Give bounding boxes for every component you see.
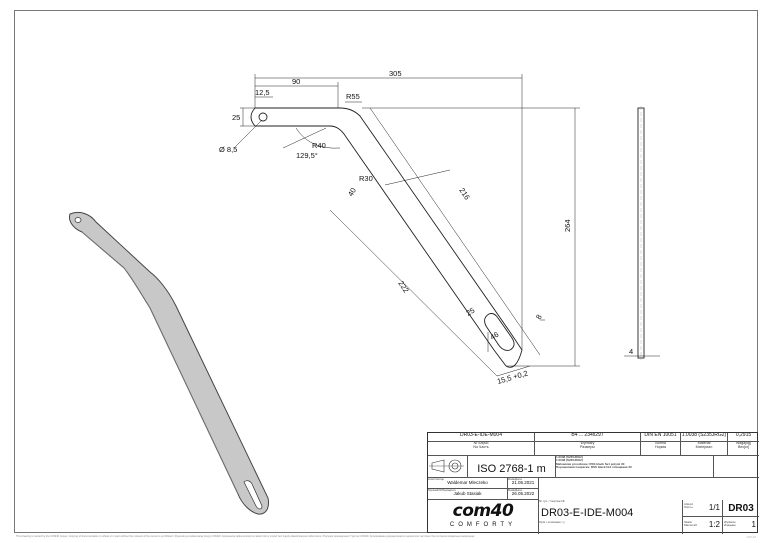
side-view bbox=[624, 106, 660, 360]
tb-blank bbox=[714, 456, 759, 478]
tb-standard: DIN EN 10051 bbox=[641, 433, 681, 442]
tb-coating-row1: Malowanie proszkowe: RSS black №1 połysk… bbox=[556, 461, 625, 466]
tb-code-cell: DR03 bbox=[723, 500, 759, 517]
tb-checker-cell: Sprawdził/Проверил Jakub Stasiak bbox=[428, 489, 508, 500]
tb-checked-label: Sprawdził/Проверил bbox=[428, 489, 456, 492]
dim-46: 46 bbox=[489, 330, 501, 342]
copyright-notice: This drawing is owned by the COM40 Group… bbox=[16, 535, 475, 538]
tb-mat-label: Materiał Материал bbox=[681, 442, 728, 456]
tb-part-no: DR03-E-IDE-M004 bbox=[428, 433, 535, 442]
tb-date1-cell: Data/Дата 21.05.2021 bbox=[508, 478, 539, 489]
tb-tolerance: ISO 2768-1 m bbox=[468, 456, 556, 478]
tb-sheet: 1/1 bbox=[708, 503, 720, 512]
dim-40: 40 bbox=[346, 186, 358, 198]
tb-sheet-label: Arkusz Листы bbox=[684, 502, 694, 510]
dim-thickness: 4 bbox=[629, 347, 633, 356]
tb-sheet-cell: Arkusz Листы 1/1 bbox=[683, 500, 723, 517]
dim-305: 305 bbox=[389, 69, 402, 78]
title-block: DR03-E-IDE-M004 B4 ... 234x297 DIN EN 10… bbox=[427, 432, 759, 534]
dim-r30: R30 bbox=[359, 174, 373, 183]
dim-25b: 25 bbox=[465, 306, 477, 318]
tb-coating-row2: Порошковая покраска: RSS black №1 глянце… bbox=[556, 464, 632, 469]
tb-norm-label: Norma Норма bbox=[641, 442, 681, 456]
tb-drawing-no-cell: Nr rys. / Чертеж № DR03-E-IDE-M004 Opis … bbox=[539, 500, 683, 534]
tb-material-row2: 1.0038 (S235JRG2) bbox=[556, 458, 583, 463]
sheet-frame bbox=[14, 10, 758, 533]
iso-part-view bbox=[69, 211, 269, 515]
dim-angle: 129,5° bbox=[296, 151, 318, 160]
main-view bbox=[250, 107, 523, 368]
projection-symbol bbox=[428, 456, 468, 478]
tb-drawing-no-label: Nr rys. / Чертеж № bbox=[539, 500, 565, 503]
tb-code: DR03 bbox=[728, 503, 754, 514]
tb-dims-label: Wymiary Размеры bbox=[535, 442, 641, 456]
tb-date1: 21.05.2021 bbox=[511, 480, 535, 486]
dimension-lines bbox=[233, 74, 580, 377]
logo-main: com40 bbox=[452, 501, 514, 521]
tb-materials: 1.0038 (S235JRG2) 1.0038 (S235JRG2) Malo… bbox=[556, 456, 714, 478]
tb-author-cell: Autor/Автор Waldemar Mleczeko bbox=[428, 478, 508, 489]
dim-216: 216 bbox=[457, 186, 471, 201]
tb-rev-label: Wydanie Издание bbox=[724, 520, 736, 528]
tb-date-label: Data/Дата bbox=[508, 478, 522, 481]
dim-8: 8 bbox=[534, 313, 544, 321]
logo-sub: COMFORTY bbox=[449, 521, 517, 528]
tb-author: Waldemar Mleczeko bbox=[447, 480, 488, 486]
projection-icon bbox=[429, 459, 464, 473]
tb-rev-cell: Wydanie Издание 1 bbox=[723, 517, 759, 534]
watermark: ARIUM bbox=[746, 535, 756, 539]
dim-r55: R55 bbox=[346, 92, 360, 101]
dim-25: 25 bbox=[232, 113, 240, 122]
tb-date2: 26.05.2022 bbox=[511, 491, 535, 497]
tb-weight-label: Waga[kg] Вес[кг] bbox=[728, 442, 759, 456]
dim-r40: R40 bbox=[312, 141, 326, 150]
dim-222: 222 bbox=[396, 279, 410, 294]
dim-90: 90 bbox=[292, 77, 300, 86]
tb-drawing-no: DR03-E-IDE-M004 bbox=[541, 507, 634, 520]
tb-scale-cell: Skala Масштаб 1:2 bbox=[683, 517, 723, 534]
tb-author-label: Autor/Автор bbox=[428, 478, 445, 481]
tb-part-label: Nr części No Часть bbox=[428, 442, 535, 456]
dim-264: 264 bbox=[563, 219, 572, 232]
tb-scale: 1:2 bbox=[708, 520, 720, 529]
tb-date2-cell: Data/Дата 26.05.2022 bbox=[508, 489, 539, 500]
tb-material-row1: 1.0038 (S235JRG2) bbox=[556, 456, 583, 459]
tb-material-code: 1.0038 (S235JRG2) bbox=[681, 433, 728, 442]
tb-checker: Jakub Stasiak bbox=[453, 491, 482, 497]
tb-scale-label: Skala Масштаб bbox=[684, 520, 697, 528]
dim-12-5: 12,5 bbox=[255, 88, 270, 97]
tb-drawing-sub: Opis / описание / у bbox=[539, 520, 565, 525]
tb-weight-value: 0,2915 bbox=[728, 433, 759, 442]
tb-date2-label: Data/Дата bbox=[508, 489, 522, 492]
tb-logo: com40 COMFORTY bbox=[428, 500, 539, 534]
tb-rev: 1 bbox=[751, 520, 756, 529]
tb-general-tolerance: ISO 2768-1 m bbox=[477, 463, 546, 475]
tb-size: B4 ... 234x297 bbox=[535, 433, 641, 442]
dim-hole: Ø 8,5 bbox=[219, 145, 237, 154]
